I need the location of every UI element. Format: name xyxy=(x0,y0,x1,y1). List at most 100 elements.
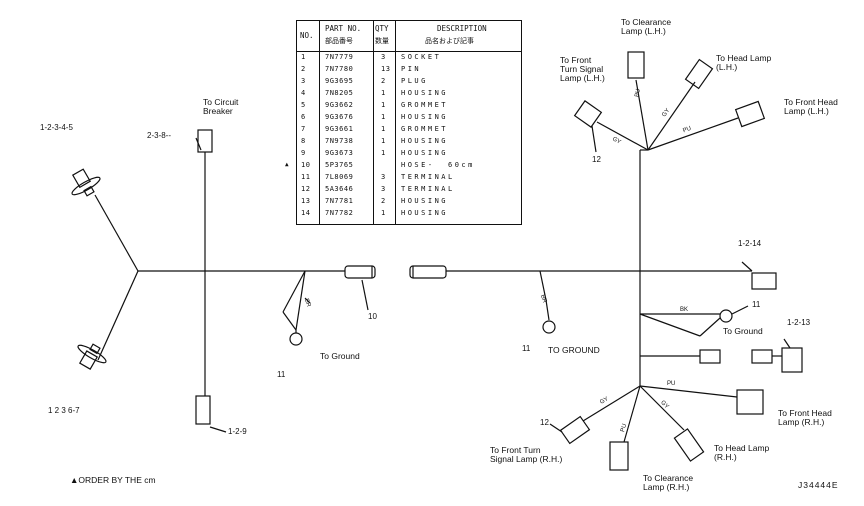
callout-1-2-9: 1-2-9 xyxy=(228,427,247,436)
row-part-no: 9G3676 xyxy=(325,113,354,121)
ground-terminal-mid xyxy=(542,320,556,334)
row-part-no: 7N7779 xyxy=(325,53,354,61)
drawing-id: J34444E xyxy=(798,480,839,490)
callout-11-mid: 11 xyxy=(522,344,531,353)
row-no: 5 xyxy=(301,101,306,109)
wire-ground-left-a xyxy=(282,270,306,313)
label-front-turn-signal-rh: To Front Turn Signal Lamp (R.H.) xyxy=(490,445,563,464)
connector-front-turn-rh xyxy=(559,415,591,445)
label-to-ground-mid: TO GROUND xyxy=(548,345,600,355)
header-description-sub: 品名および記事 xyxy=(425,37,474,45)
row-description: PIN xyxy=(401,65,422,73)
row-part-no: 7N7782 xyxy=(325,209,354,217)
connector-1-2-9 xyxy=(195,395,211,425)
row-qty: 3 xyxy=(381,173,386,181)
header-description: DESCRIPTION xyxy=(437,24,487,33)
row-qty: 3 xyxy=(381,185,386,193)
row-no: 1 xyxy=(301,53,306,61)
connector-1-2-3-4-5 xyxy=(71,168,101,197)
header-part-no-sub: 部品番号 xyxy=(325,37,353,45)
header-part-no: PART NO. xyxy=(325,24,362,33)
row-part-no: 7N9738 xyxy=(325,137,354,145)
row-description: HOUSING xyxy=(401,137,449,145)
row-description: HOUSING xyxy=(401,113,449,121)
wire-ground-left-b xyxy=(295,270,306,331)
row-part-no: 9G3673 xyxy=(325,149,354,157)
row-no: 9 xyxy=(301,149,306,157)
row-part-no: 5A3646 xyxy=(325,185,354,193)
row-part-no: 7N8205 xyxy=(325,89,354,97)
header-no: NO. xyxy=(300,31,314,40)
row-no: 4 xyxy=(301,89,306,97)
connector-1-2-3-6-7 xyxy=(77,343,107,370)
label-clearance-lamp-rh: To Clearance Lamp (R.H.) xyxy=(643,473,694,492)
callout-1-2-13: 1-2-13 xyxy=(787,318,811,327)
row-part-no: 9G3695 xyxy=(325,77,354,85)
connector-1-2-14 xyxy=(751,272,777,290)
parts-table: NO. PART NO. 部品番号 QTY 数量 DESCRIPTION 品名お… xyxy=(285,20,522,225)
row-description: HOUSING xyxy=(401,89,449,97)
label-clearance-lamp-lh: To Clearance Lamp (L.H.) xyxy=(621,17,672,36)
row-qty: 1 xyxy=(381,209,386,217)
table-row: 12 5A3646 3 TERMINAL xyxy=(297,184,521,195)
label-to-circuit-breaker: To Circuit Breaker xyxy=(203,97,239,116)
callout-12-top: 12 xyxy=(592,155,601,164)
row-qty: 1 xyxy=(381,113,386,121)
row-description: SOCKET xyxy=(401,53,442,61)
callout-1-2-14: 1-2-14 xyxy=(738,239,762,248)
row-qty: 1 xyxy=(381,125,386,133)
row-no: 12 xyxy=(301,185,311,193)
hose-10 xyxy=(344,265,376,279)
header-qty: QTY xyxy=(375,24,389,33)
label-head-lamp-rh: To Head Lamp (R.H.) xyxy=(714,443,770,462)
row-part-no: 7N7781 xyxy=(325,197,354,205)
label-front-turn-signal-lh: To Front Turn Signal Lamp (L.H.) xyxy=(560,55,605,83)
callout-11-left: 11 xyxy=(277,370,286,379)
connector-clearance-rh xyxy=(609,441,629,471)
row-part-no: 9G3662 xyxy=(325,101,354,109)
connector-front-turn-lh xyxy=(573,100,603,128)
connector-front-head-lamp-lh xyxy=(734,100,766,128)
row-description: TERMINAL xyxy=(401,185,455,193)
row-qty: 3 xyxy=(381,53,386,61)
connector-head-lamp-rh xyxy=(673,428,705,462)
connector-2-3-8 xyxy=(197,129,213,153)
order-by-length-marker: ▲ xyxy=(285,161,289,168)
table-row: 1 7N7779 3 SOCKET xyxy=(297,52,521,63)
row-qty: 13 xyxy=(381,65,391,73)
row-qty: 1 xyxy=(381,101,386,109)
row-no: 11 xyxy=(301,173,311,181)
row-description: HOUSING xyxy=(401,197,449,205)
label-head-lamp-lh: To Head Lamp (L.H.) xyxy=(716,53,772,72)
table-row: 5 9G3662 1 GROMMET xyxy=(297,100,521,111)
row-description: GROMMET xyxy=(401,101,449,109)
wire-lower-left-branch xyxy=(97,270,139,361)
row-description: GROMMET xyxy=(401,125,449,133)
row-description: PLUG xyxy=(401,77,428,85)
row-qty: 1 xyxy=(381,149,386,157)
connector-clearance-lh xyxy=(627,51,645,79)
ground-terminal-right xyxy=(719,309,733,323)
callout-11-right: 11 xyxy=(752,300,761,309)
ground-terminal-left xyxy=(289,332,303,346)
row-description: HOSE- 60cm xyxy=(401,161,475,169)
row-no: 2 xyxy=(301,65,306,73)
callout-1-2-3-6-7: 1 2 3 6-7 xyxy=(48,406,80,415)
label-front-head-lamp-rh: To Front Head Lamp (R.H.) xyxy=(778,408,832,427)
connector-1-2-13 xyxy=(781,347,803,373)
row-no: 3 xyxy=(301,77,306,85)
wire-code-pu-3: PU xyxy=(667,381,676,387)
row-no: 13 xyxy=(301,197,311,205)
label-to-ground-right: To Ground xyxy=(723,326,763,336)
row-no: 10 xyxy=(301,161,311,169)
callout-12-bottom: 12 xyxy=(540,418,549,427)
